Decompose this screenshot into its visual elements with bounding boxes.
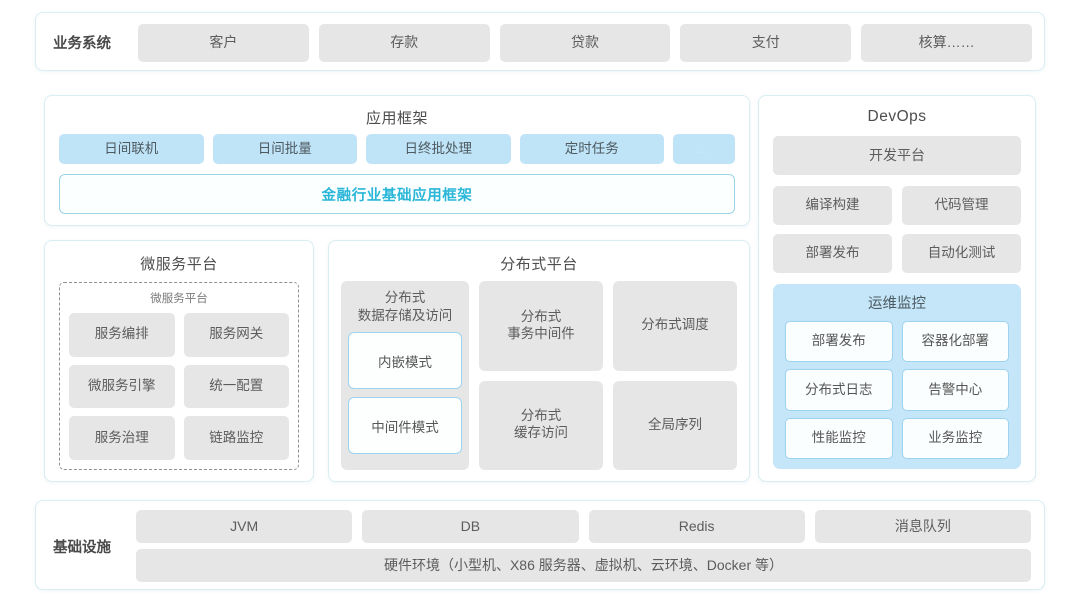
infrastructure-chip-list: JVM DB Redis 消息队列: [136, 510, 1031, 543]
appframe-chip-scheduled-task[interactable]: 定时任务: [519, 134, 664, 164]
devops-title: DevOps: [867, 108, 927, 125]
business-chip-loan[interactable]: 贷款: [499, 24, 671, 62]
distributed-chip-transaction-middleware[interactable]: 分布式 事务中间件: [479, 281, 603, 371]
storage-mode-middleware[interactable]: 中间件模式: [348, 397, 462, 455]
microservice-chip-tracing[interactable]: 链路监控: [183, 416, 289, 460]
application-framework-title: 应用框架: [365, 110, 428, 127]
microservice-chip-unified-config[interactable]: 统一配置: [183, 364, 289, 409]
distributed-chip-cache-access[interactable]: 分布式 缓存访问: [479, 380, 603, 470]
distributed-storage-group[interactable]: 分布式 数据存储及访问 内嵌模式 中间件模式: [341, 281, 469, 470]
appframe-chip-daytime-batch[interactable]: 日间批量: [212, 134, 357, 164]
distributed-chip-global-sequence[interactable]: 全局序列: [613, 380, 737, 470]
ops-chip-performance-monitor[interactable]: 性能监控: [785, 417, 893, 459]
distributed-storage-label: 分布式 数据存储及访问: [357, 290, 453, 323]
microservice-platform-dashed-group: 微服务平台 服务编排 服务网关 微服务引擎 统一配置 服务治理 链路监控: [59, 282, 299, 470]
application-framework-chip-list: 日间联机 日间批量 日终批处理 定时任务 ...: [59, 134, 735, 164]
business-chip-deposit[interactable]: 存款: [318, 24, 490, 62]
infra-chip-jvm[interactable]: JVM: [136, 510, 353, 543]
devops-chip-deploy-release[interactable]: 部署发布: [773, 234, 892, 273]
appframe-chip-eod-batch[interactable]: 日终批处理: [366, 134, 511, 164]
devops-chip-dev-platform[interactable]: 开发平台: [773, 136, 1021, 175]
ops-chip-business-monitor[interactable]: 业务监控: [901, 417, 1009, 459]
business-chip-payment[interactable]: 支付: [680, 24, 852, 62]
infra-chip-db[interactable]: DB: [362, 510, 579, 543]
application-framework-panel: 应用框架 日间联机 日间批量 日终批处理 定时任务 ... 金融行业基础应用框架: [44, 95, 750, 226]
infra-chip-hardware-environment[interactable]: 硬件环境（小型机、X86 服务器、虚拟机、云环境、Docker 等）: [136, 549, 1031, 582]
microservice-chip-governance[interactable]: 服务治理: [69, 416, 175, 460]
appframe-chip-daytime-online[interactable]: 日间联机: [59, 134, 204, 164]
devops-chip-compile-build[interactable]: 编译构建: [773, 186, 892, 225]
storage-mode-embedded[interactable]: 内嵌模式: [348, 332, 462, 390]
appframe-chip-more[interactable]: ...: [673, 134, 735, 164]
distributed-platform-title: 分布式平台: [500, 256, 578, 273]
ops-monitoring-group: 运维监控 部署发布 容器化部署 分布式日志 告警中心 性能监控 业务监控: [773, 284, 1021, 469]
devops-panel: DevOps 开发平台 编译构建 代码管理 部署发布 自动化测试 运维监控 部署…: [758, 95, 1036, 482]
ops-chip-containerized-deploy[interactable]: 容器化部署: [901, 321, 1009, 363]
infrastructure-label: 基础设施: [53, 539, 111, 556]
infrastructure-panel: 基础设施 JVM DB Redis 消息队列 硬件环境（小型机、X86 服务器、…: [35, 500, 1045, 590]
distributed-item-grid: 分布式 事务中间件 分布式调度 分布式 缓存访问 全局序列: [479, 281, 737, 470]
ops-monitoring-grid: 部署发布 容器化部署 分布式日志 告警中心 性能监控 业务监控: [785, 321, 1009, 459]
business-systems-label: 业务系统: [53, 36, 111, 52]
microservice-platform-inner-label: 微服务平台: [150, 293, 208, 305]
microservice-chip-orchestration[interactable]: 服务编排: [69, 313, 175, 357]
business-chip-customer[interactable]: 客户: [138, 24, 309, 62]
ops-chip-alert-center[interactable]: 告警中心: [901, 369, 1009, 411]
infra-chip-redis[interactable]: Redis: [588, 510, 805, 543]
distributed-platform-body: 分布式 数据存储及访问 内嵌模式 中间件模式 分布式 事务中间件 分布式调度 分…: [341, 281, 737, 470]
business-systems-panel: 业务系统 客户 存款 贷款 支付 核算……: [35, 12, 1045, 71]
microservice-platform-title: 微服务平台: [140, 256, 218, 273]
microservice-platform-panel: 微服务平台 微服务平台 服务编排 服务网关 微服务引擎 统一配置 服务治理 链路…: [44, 240, 314, 482]
ops-chip-deploy-release[interactable]: 部署发布: [785, 321, 893, 363]
devops-chip-automated-testing[interactable]: 自动化测试: [902, 234, 1021, 273]
business-systems-chip-list: 客户 存款 贷款 支付 核算……: [138, 24, 1032, 62]
ops-chip-distributed-log[interactable]: 分布式日志: [785, 369, 893, 411]
devops-item-grid: 编译构建 代码管理 部署发布 自动化测试: [773, 186, 1021, 273]
microservice-chip-engine[interactable]: 微服务引擎: [69, 364, 175, 409]
distributed-chip-scheduling[interactable]: 分布式调度: [613, 281, 737, 371]
distributed-platform-panel: 分布式平台 分布式 数据存储及访问 内嵌模式 中间件模式 分布式 事务中间件 分…: [328, 240, 750, 482]
infra-chip-message-queue[interactable]: 消息队列: [814, 510, 1031, 543]
business-chip-accounting[interactable]: 核算……: [861, 24, 1032, 62]
microservice-chip-gateway[interactable]: 服务网关: [183, 313, 289, 357]
base-application-framework-banner[interactable]: 金融行业基础应用框架: [59, 174, 735, 214]
devops-chip-code-management[interactable]: 代码管理: [902, 186, 1021, 225]
ops-monitoring-title: 运维监控: [868, 296, 926, 312]
microservice-item-grid: 服务编排 服务网关 微服务引擎 统一配置 服务治理 链路监控: [69, 313, 289, 460]
